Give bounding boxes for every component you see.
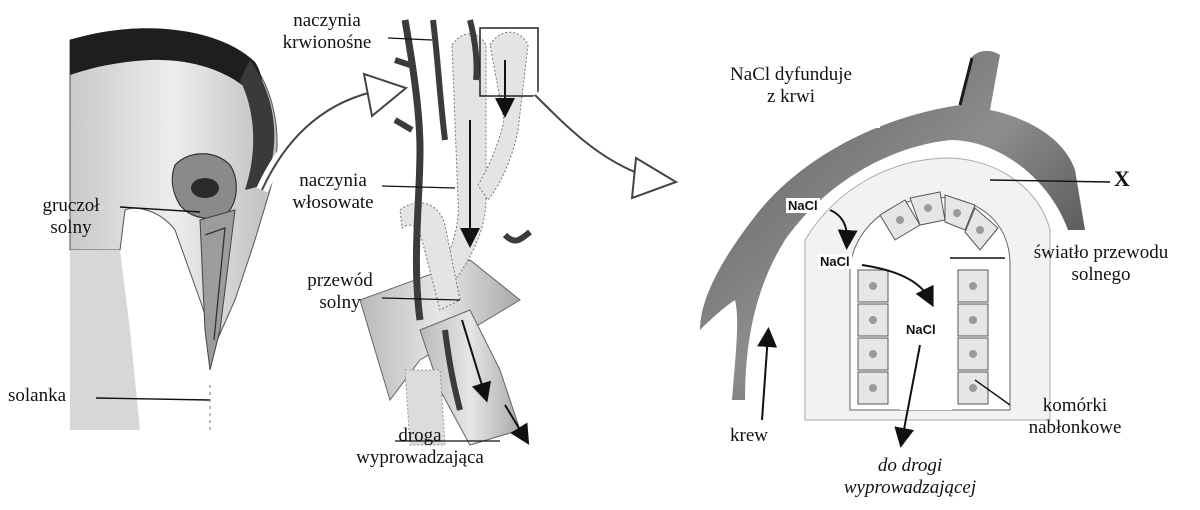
label-salt-gland: gruczoł solny: [26, 195, 116, 239]
label-brine: solanka: [8, 385, 66, 407]
label-blood-vessels: naczynia krwionośne: [262, 10, 392, 54]
zoom-arrow-1-head: [364, 74, 406, 116]
label-epithelial-cells: komórki nabłonkowe: [1010, 395, 1140, 439]
zoom-arrow-2-head: [632, 158, 676, 198]
label-capillaries: naczynia włosowate: [278, 170, 388, 214]
label-blood: krew: [730, 425, 768, 447]
label-diffusion-note: NaCl dyfunduje z krwi: [702, 64, 880, 108]
label-outflow-path: droga wyprowadzająca: [320, 425, 520, 469]
nacl-ion-1: NaCl: [786, 198, 820, 213]
nacl-ion-3: NaCl: [904, 322, 938, 337]
label-duct-lumen: światło przewodu solnego: [1008, 242, 1194, 286]
label-x: X: [1114, 168, 1130, 190]
nacl-ion-2: NaCl: [818, 254, 852, 269]
zoom-arrow-2: [535, 95, 645, 176]
label-salt-duct: przewód solny: [296, 270, 384, 314]
label-to-outflow: do drogi wyprowadzającej: [800, 455, 1020, 499]
